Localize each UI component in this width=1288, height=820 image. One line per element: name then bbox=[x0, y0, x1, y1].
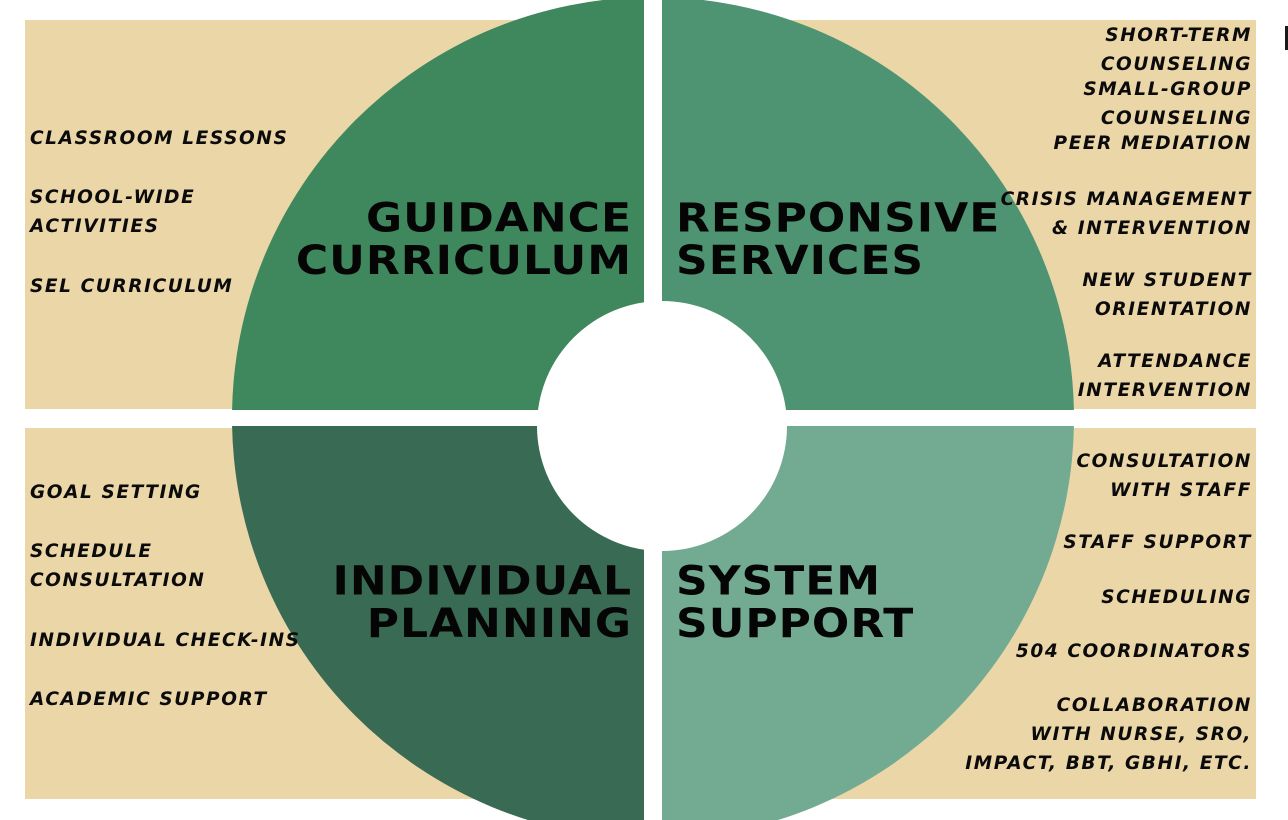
individual-title: INDIVIDUAL PLANNING bbox=[332, 557, 632, 648]
list-item: SCHEDULING bbox=[1101, 587, 1252, 608]
list-item: STAFF SUPPORT bbox=[1063, 532, 1252, 553]
list-item: SHORT-TERM COUNSELING bbox=[1100, 25, 1252, 75]
list-item: CLASSROOM LESSONS bbox=[30, 128, 289, 149]
guidance-title: GUIDANCE CURRICULUM bbox=[295, 194, 632, 285]
list-item: SMALL-GROUP COUNSELING bbox=[1083, 79, 1252, 129]
list-item: GOAL SETTING bbox=[30, 482, 202, 503]
list-item: SCHOOL-WIDE ACTIVITIES bbox=[30, 187, 196, 237]
responsive-title: RESPONSIVE SERVICES bbox=[676, 194, 1001, 285]
wedge-system bbox=[662, 426, 1074, 820]
list-item: SCHEDULE CONSULTATION bbox=[30, 541, 206, 591]
center-circle bbox=[537, 301, 787, 551]
list-item: CONSULTATION WITH STAFF bbox=[1076, 451, 1252, 501]
edge-divider bbox=[1285, 26, 1288, 50]
list-item: NEW STUDENT ORIENTATION bbox=[1082, 270, 1252, 320]
system-title: SYSTEM SUPPORT bbox=[676, 557, 915, 648]
list-item: CRISIS MANAGEMENT & INTERVENTION bbox=[1000, 189, 1252, 239]
wedge-guidance bbox=[232, 0, 644, 410]
list-item: COLLABORATION WITH NURSE, SRO, IMPACT, B… bbox=[965, 695, 1252, 774]
wedge-individual bbox=[232, 426, 644, 820]
list-item: ACADEMIC SUPPORT bbox=[30, 689, 268, 710]
list-item: 504 COORDINATORS bbox=[1015, 641, 1252, 662]
list-item: PEER MEDIATION bbox=[1053, 133, 1252, 154]
list-item: INDIVIDUAL CHECK-INS bbox=[30, 630, 301, 651]
wedge-responsive bbox=[662, 0, 1074, 410]
list-item: SEL CURRICULUM bbox=[30, 276, 234, 297]
list-item: ATTENDANCE INTERVENTION bbox=[1077, 351, 1252, 401]
